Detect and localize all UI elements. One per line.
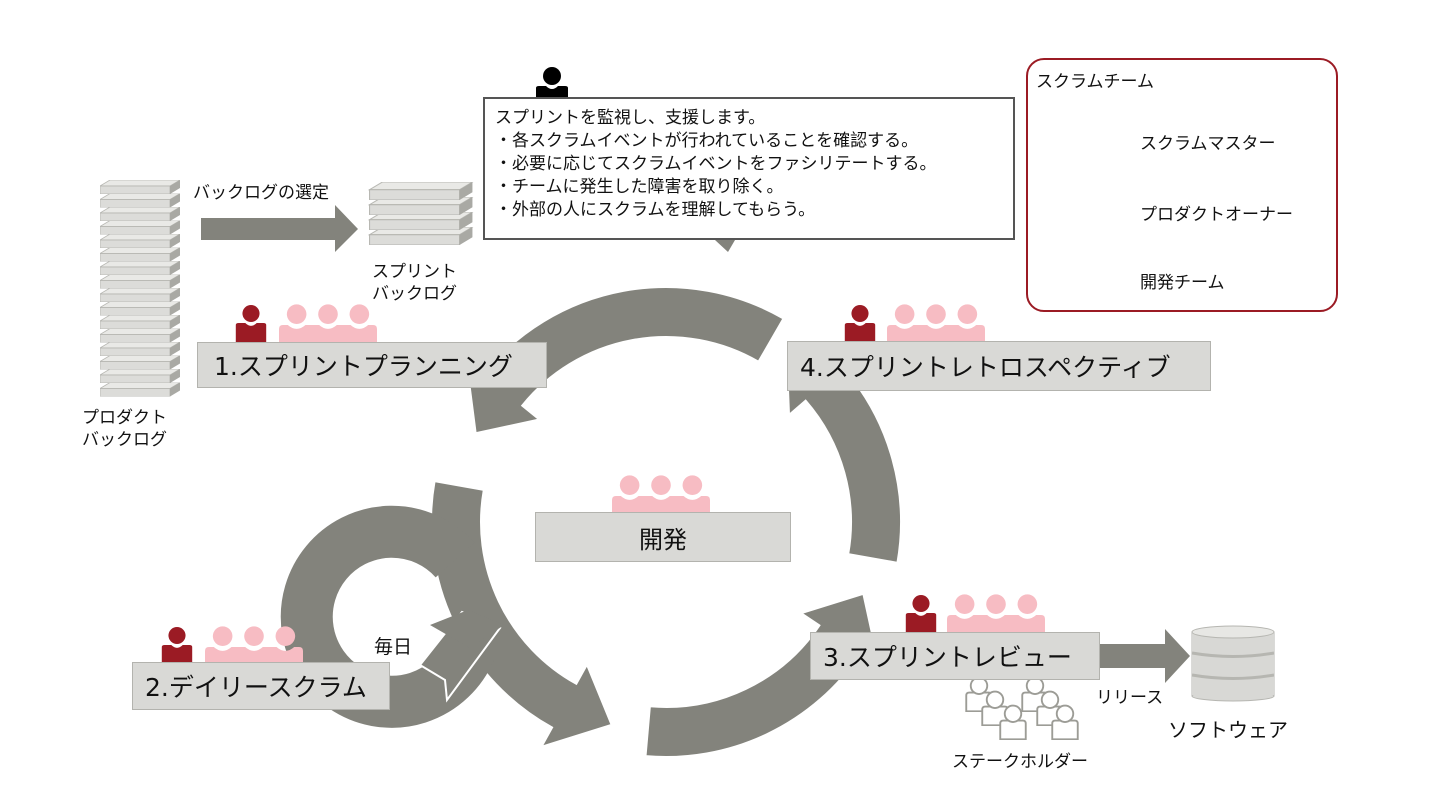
product-owner-icon (905, 594, 937, 632)
dev-team-icon (947, 594, 1045, 633)
phase-sprint-planning: 1.スプリントプランニング (197, 342, 547, 388)
backlog-selection-label: バックログの選定 (193, 183, 329, 203)
release-label: リリース (1096, 688, 1164, 708)
product-backlog-label-line1: プロダクト (82, 408, 167, 428)
phase-sprint-retrospective: 4.スプリントレトロスペクティブ (787, 341, 1211, 391)
cycle-arrow-daily-to-review (430, 480, 613, 749)
stack-slab (100, 234, 180, 248)
callout-line: スプリントを監視し、支援します。 (495, 108, 766, 128)
scrum-team-legend (1026, 58, 1338, 312)
stack-slab (100, 355, 180, 370)
product-backlog-label-line2: バックログ (82, 430, 167, 450)
dev-team-icon (279, 304, 377, 343)
callout-tail (715, 240, 735, 252)
sprint-backlog-label-line1: スプリント (372, 262, 457, 282)
release-arrow-icon (1100, 629, 1190, 683)
development-box: 開発 (535, 512, 791, 562)
stack-slab (100, 382, 180, 397)
phase-label: 1.スプリントプランニング (214, 352, 513, 381)
legend-item-scrum-master: スクラムマスター (1140, 134, 1276, 154)
stack-slab (368, 182, 474, 200)
dev-team-icon (205, 626, 303, 665)
stack-slab (100, 301, 180, 316)
stakeholders-label: ステークホルダー (952, 752, 1088, 772)
daily-label: 毎日 (374, 636, 413, 658)
stakeholders-group-icon (965, 676, 1079, 740)
product-owner-icon (844, 304, 876, 342)
stack-slab (100, 328, 180, 343)
callout-line: ・各スクラムイベントが行われていることを確認する。 (495, 131, 919, 151)
callout-line: ・チームに発生した障害を取り除く。 (495, 177, 784, 197)
sprint-backlog-stack-icon (368, 182, 474, 245)
development-label: 開発 (639, 525, 687, 554)
stack-slab (100, 261, 180, 275)
phase-label: 4.スプリントレトロスペクティブ (800, 353, 1171, 382)
phase-label: 2.デイリースクラム (145, 673, 367, 702)
stack-slab (100, 247, 180, 262)
dev-team-icon (887, 304, 985, 343)
backlog-selection-arrow-icon (201, 205, 358, 252)
stack-slab (100, 274, 180, 289)
product-owner-icon (235, 304, 267, 342)
legend-item-product-owner: プロダクトオーナー (1140, 205, 1293, 225)
product-owner-icon (161, 626, 193, 664)
software-label: ソフトウェア (1168, 718, 1288, 742)
stack-slab (100, 315, 180, 329)
stack-slab (100, 288, 180, 302)
legend-item-dev-team: 開発チーム (1140, 273, 1225, 293)
product-backlog-stack-icon (100, 180, 180, 397)
phase-daily-scrum: 2.デイリースクラム (132, 662, 390, 710)
stack-slab (100, 220, 180, 235)
stack-slab (100, 207, 180, 221)
legend-title: スクラムチーム (1036, 72, 1154, 92)
stack-slab (100, 180, 180, 194)
stack-slab (100, 342, 180, 356)
callout-line: ・必要に応じてスクラムイベントをファシリテートする。 (495, 154, 937, 174)
scrum-master-callout: スプリントを監視し、支援します。 ・各スクラムイベントが行われていることを確認す… (483, 97, 1015, 240)
dev-team-icon (612, 475, 710, 514)
software-database-icon (1191, 625, 1275, 702)
stack-slab (100, 193, 180, 208)
stack-slab (100, 369, 180, 383)
phase-sprint-review: 3.スプリントレビュー (810, 632, 1100, 680)
daily-scrum-loop-arrow (280, 505, 504, 728)
sprint-backlog-label-line2: バックログ (372, 284, 457, 304)
phase-label: 3.スプリントレビュー (823, 643, 1072, 672)
callout-line: ・外部の人にスクラムを理解してもらう。 (495, 200, 816, 220)
